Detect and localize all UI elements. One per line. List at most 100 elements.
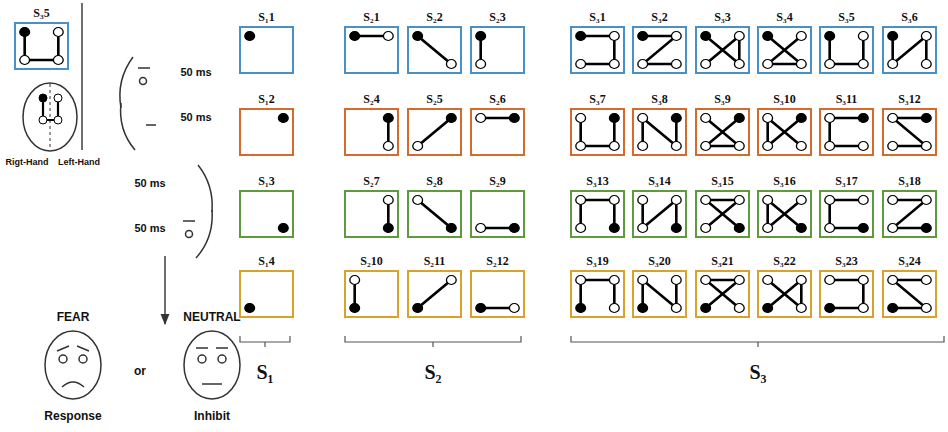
dot (576, 276, 586, 285)
box-frame (632, 108, 687, 156)
box-label: S₃5 (14, 6, 69, 21)
start-dot (888, 304, 898, 313)
dot (888, 196, 898, 205)
pattern-line (830, 200, 864, 228)
dot-pattern (241, 110, 292, 154)
caption-label: NEUTRAL (183, 311, 240, 324)
box-label: S₂9 (470, 174, 525, 189)
pattern-line (418, 280, 452, 308)
pattern-box: S₃5 (14, 6, 69, 70)
box-label: S₂4 (344, 92, 399, 107)
pattern-box: S₁2 (239, 92, 294, 156)
box-frame (695, 108, 750, 156)
box-label: S₃23 (819, 254, 874, 269)
group-label: S₂ (424, 361, 441, 383)
start-dot (921, 114, 931, 123)
dot (609, 196, 619, 205)
start-dot (825, 32, 835, 41)
pattern-box: S₂9 (470, 174, 525, 238)
box-label: S₂6 (470, 92, 525, 107)
dot (446, 276, 456, 285)
start-dot (20, 28, 30, 37)
pattern-line (830, 280, 864, 308)
dot-pattern (472, 28, 523, 72)
pattern-box: S₃11 (819, 92, 874, 156)
dot (921, 304, 931, 313)
pattern-line (418, 118, 452, 146)
dot (54, 94, 62, 102)
box-frame (239, 190, 294, 238)
box-frame (570, 270, 625, 318)
box-label: S₃12 (882, 92, 937, 107)
start-dot (350, 304, 360, 313)
dot-pattern (821, 192, 872, 236)
time-line (81, 3, 82, 150)
box-frame (882, 190, 937, 238)
dot-pattern (697, 110, 748, 154)
dot-pattern (346, 110, 397, 154)
start-dot (796, 114, 806, 123)
pattern-line (643, 36, 677, 64)
dot (383, 32, 393, 41)
caption-label: 50 ms (180, 66, 211, 78)
dot (825, 60, 835, 69)
start-dot (576, 32, 586, 41)
pattern-line (581, 280, 615, 308)
dot (921, 142, 931, 151)
pattern-box: S₃10 (757, 92, 812, 156)
group-bracket (240, 336, 290, 347)
box-label: S₃15 (695, 174, 750, 189)
dot (763, 224, 773, 233)
pattern-line (893, 36, 927, 64)
box-frame (819, 108, 874, 156)
dot (53, 28, 63, 37)
dot-pattern (241, 272, 292, 316)
face-fragment (196, 210, 212, 258)
pattern-box: S₁1 (239, 10, 294, 74)
box-frame (344, 108, 399, 156)
dot (638, 60, 648, 69)
box-label: S₁2 (239, 92, 294, 107)
face-fragment (120, 57, 133, 108)
start-dot (825, 304, 835, 313)
dot (701, 60, 711, 69)
pattern-box: S₃2 (632, 10, 687, 74)
start-dot (245, 304, 255, 313)
dot-pattern (821, 28, 872, 72)
neutral-face (184, 331, 240, 399)
dot (701, 276, 711, 285)
pattern-box: S₂3 (470, 10, 525, 74)
group-label: S₁ (256, 361, 273, 383)
box-frame (695, 26, 750, 74)
pattern-box: S₃16 (757, 174, 812, 238)
dot (858, 60, 868, 69)
pattern-box: S₃7 (570, 92, 625, 156)
box-label: S₂12 (470, 254, 525, 269)
dot-pattern (759, 28, 810, 72)
pattern-line (581, 200, 615, 228)
face-outline (23, 83, 77, 151)
start-dot (671, 224, 681, 233)
fear-face (45, 331, 101, 399)
box-label: S₁1 (239, 10, 294, 25)
dot-pattern (759, 192, 810, 236)
dot (796, 142, 806, 151)
box-frame (695, 270, 750, 318)
caption-label: or (134, 365, 146, 378)
dot (921, 196, 931, 205)
pattern-box: S₁4 (239, 254, 294, 318)
dot (576, 224, 586, 233)
time-arrow (164, 256, 165, 324)
dot (609, 304, 619, 313)
dot-pattern (884, 192, 935, 236)
brow (57, 346, 69, 351)
group-bracket (345, 336, 521, 347)
dot (888, 114, 898, 123)
pattern-box: S₃19 (570, 254, 625, 318)
start-dot (888, 32, 898, 41)
caption-label: Response (44, 410, 101, 423)
box-frame (882, 270, 937, 318)
pattern-box: S₂1 (344, 10, 399, 74)
pattern-line (893, 118, 927, 146)
start-dot (39, 94, 47, 102)
